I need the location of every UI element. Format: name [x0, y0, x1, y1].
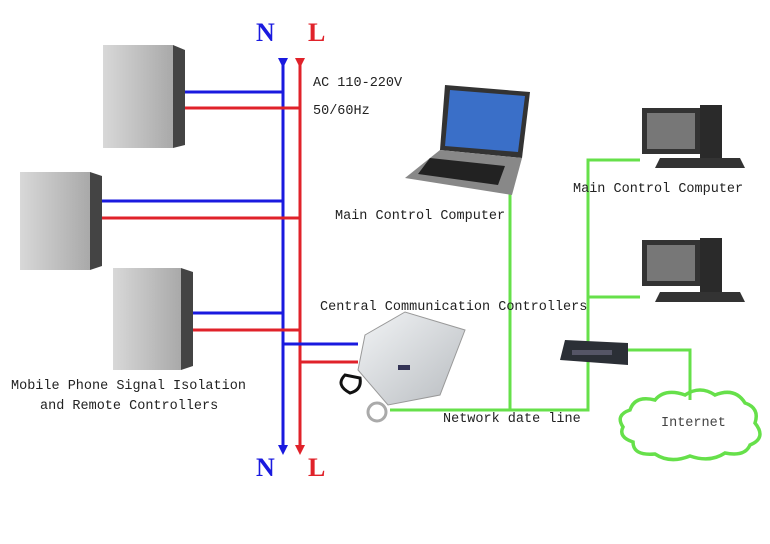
neutral-label-bottom: N: [256, 453, 275, 482]
cabinet-1: [103, 45, 185, 148]
power-lines: [102, 58, 358, 455]
network-line-label: Network date line: [443, 412, 581, 427]
neutral-arrow-top: [278, 58, 288, 68]
desktop-computer-2: [642, 238, 745, 302]
cabinet-3: [113, 268, 193, 370]
frequency-spec: 50/60Hz: [313, 104, 370, 119]
cabinets-label-line2: and Remote Controllers: [40, 399, 219, 414]
network-switch: [560, 340, 628, 365]
desktop-label: Main Control Computer: [573, 182, 744, 197]
neutral-arrow-bottom: [278, 445, 288, 455]
cabinets-label-line1: Mobile Phone Signal Isolation: [11, 379, 246, 394]
live-label-bottom: L: [308, 453, 326, 482]
neutral-label-top: N: [256, 18, 275, 47]
network-line-internet: [628, 348, 692, 400]
live-arrow-top: [295, 58, 305, 68]
voltage-spec: AC 110-220V: [313, 76, 403, 91]
laptop-label: Main Control Computer: [335, 209, 506, 224]
live-label-top: L: [308, 18, 326, 47]
controller-label: Central Communication Controllers: [320, 300, 588, 315]
laptop-icon: [405, 85, 530, 195]
internet-cloud: [618, 388, 762, 462]
controller-device: [339, 311, 466, 423]
live-arrow-bottom: [295, 445, 305, 455]
cabinet-2: [20, 172, 102, 270]
network-line-controller: [390, 158, 640, 412]
internet-label: Internet: [661, 416, 726, 431]
desktop-computer-1: [642, 105, 745, 168]
network-lines: [390, 158, 762, 462]
